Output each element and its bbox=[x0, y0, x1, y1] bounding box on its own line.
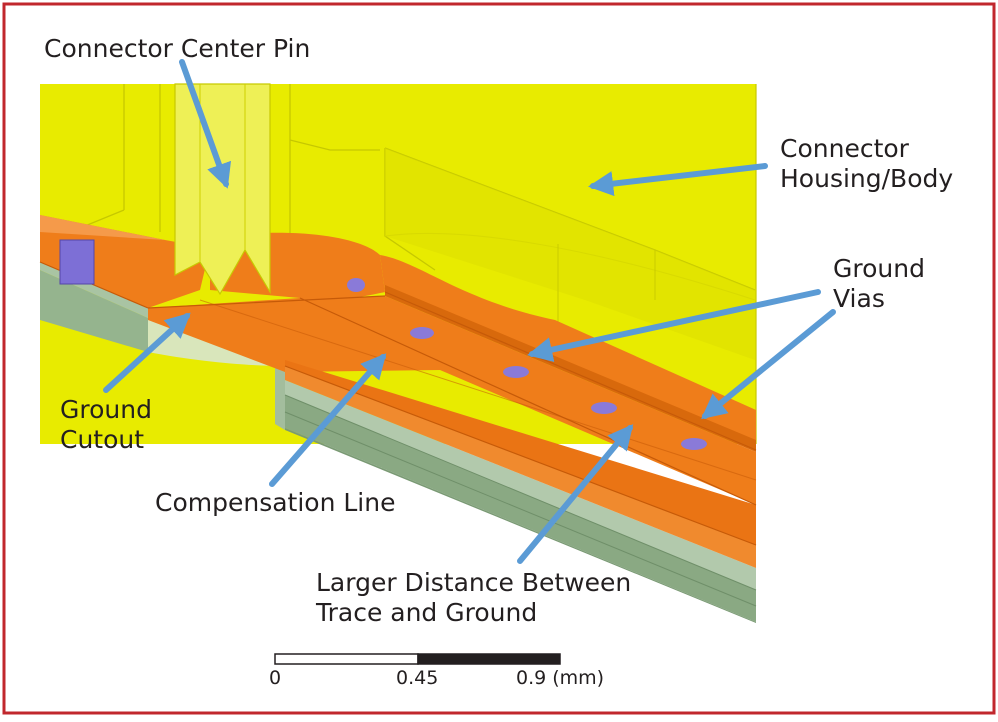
label-housing-line1: Connector bbox=[780, 134, 909, 163]
substrate-main-lower bbox=[285, 428, 756, 623]
label-distance-line2: Trace and Ground bbox=[316, 598, 538, 627]
label-cutout-line1: Ground bbox=[60, 395, 152, 424]
compensation-trace bbox=[148, 296, 756, 505]
arrow-via-lower bbox=[701, 309, 836, 420]
label-vias-line1: Ground bbox=[833, 254, 925, 283]
scale-bar-white bbox=[274, 653, 419, 665]
copper-edge-lines bbox=[39, 261, 757, 546]
trace-mid-band bbox=[285, 360, 756, 545]
connector-housing bbox=[40, 84, 757, 444]
scale-tick-045: 0.45 bbox=[396, 667, 439, 689]
arrow-center-pin bbox=[179, 59, 232, 189]
label-housing-line2: Housing/Body bbox=[780, 164, 954, 193]
arrow-via-upper bbox=[527, 289, 821, 363]
copper-pad-top bbox=[40, 215, 165, 240]
scale-tick-09: 0.9 (mm) bbox=[516, 667, 605, 689]
arrow-distance bbox=[517, 424, 634, 564]
label-distance-line1: Larger Distance Between bbox=[316, 568, 632, 597]
housing-shade bbox=[385, 148, 755, 360]
scale-bar-black bbox=[417, 653, 561, 665]
arrow-housing bbox=[587, 163, 768, 197]
ground-via bbox=[591, 402, 617, 414]
center-pin-body bbox=[174, 83, 271, 296]
label-compensation-line: Compensation Line bbox=[155, 488, 396, 517]
ground-via bbox=[681, 438, 707, 450]
copper-layer bbox=[39, 215, 757, 568]
ground-via bbox=[347, 278, 365, 292]
ground-vias bbox=[59, 239, 707, 450]
substrate-left bbox=[40, 270, 148, 352]
label-cutout-line2: Cutout bbox=[60, 425, 145, 454]
substrate-face bbox=[285, 380, 756, 590]
label-larger-distance: Larger Distance Between Trace and Ground bbox=[316, 568, 631, 628]
housing-inner-detail bbox=[79, 84, 380, 236]
label-connector-center-pin: Connector Center Pin bbox=[44, 34, 311, 63]
ground-via bbox=[410, 327, 434, 339]
scale-tick-0: 0 bbox=[269, 667, 282, 689]
scale-bar bbox=[274, 653, 561, 665]
substrate-side bbox=[275, 366, 285, 430]
ground-via bbox=[503, 366, 529, 378]
arrow-ground-cutout bbox=[103, 312, 191, 393]
housing-vertical bbox=[557, 244, 656, 330]
copper-left-pad bbox=[40, 215, 210, 308]
trace-face-top bbox=[285, 366, 756, 568]
label-connector-housing: Connector Housing/Body bbox=[780, 134, 953, 194]
trace-gap-line bbox=[199, 299, 757, 481]
ground-via-block bbox=[59, 239, 95, 285]
label-ground-cutout: Ground Cutout bbox=[60, 395, 152, 455]
substrate-strip-lines bbox=[284, 394, 757, 607]
label-vias-line2: Vias bbox=[833, 284, 885, 313]
center-pin bbox=[174, 83, 271, 296]
callout-arrows bbox=[103, 59, 836, 564]
label-ground-vias: Ground Vias bbox=[833, 254, 925, 314]
arrow-compensation bbox=[269, 353, 387, 487]
